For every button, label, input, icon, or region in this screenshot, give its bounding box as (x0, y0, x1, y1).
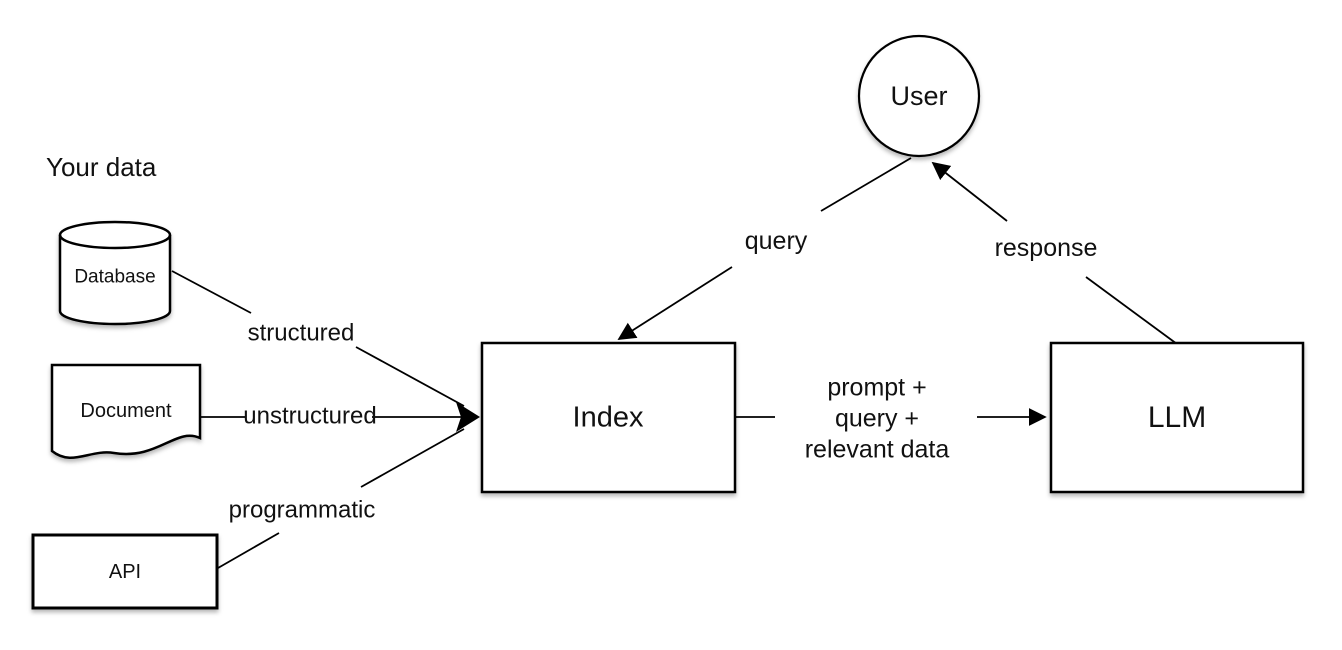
document-shape (50, 363, 202, 459)
database-cylinder-rim (58, 234, 172, 250)
api-to-programmatic-line (217, 532, 280, 569)
programmatic-edge-label: programmatic (228, 496, 376, 524)
user-circle (857, 34, 981, 158)
response-to-user-arrow (931, 161, 1008, 222)
programmatic-to-index-line (360, 428, 465, 488)
llm-box (1049, 341, 1305, 494)
index-label: Index (572, 401, 644, 434)
api-label: API (108, 561, 142, 583)
structured-to-index-line (355, 346, 465, 407)
database-to-structured-line (171, 270, 252, 314)
response-edge-label: response (994, 234, 1098, 262)
structured-edge-label: structured (247, 319, 355, 347)
merged-arrowhead-icon (456, 402, 480, 432)
prompt-edge-label: prompt + query + relevant data (804, 373, 950, 464)
your-data-title: Your data (46, 152, 157, 182)
document-label: Document (80, 400, 172, 422)
query-to-index-arrow (617, 266, 733, 340)
connector-lines (171, 157, 1178, 569)
database-label: Database (74, 266, 156, 288)
query-edge-label: query (744, 227, 808, 255)
diagram-shapes (31, 34, 1305, 610)
llm-to-response-line (1085, 276, 1178, 345)
user-label: User (890, 80, 948, 111)
llm-label: LLM (1147, 401, 1207, 434)
index-box (480, 341, 737, 494)
user-to-query-line (820, 157, 912, 212)
api-box (31, 533, 219, 610)
unstructured-edge-label: unstructured (243, 402, 377, 430)
